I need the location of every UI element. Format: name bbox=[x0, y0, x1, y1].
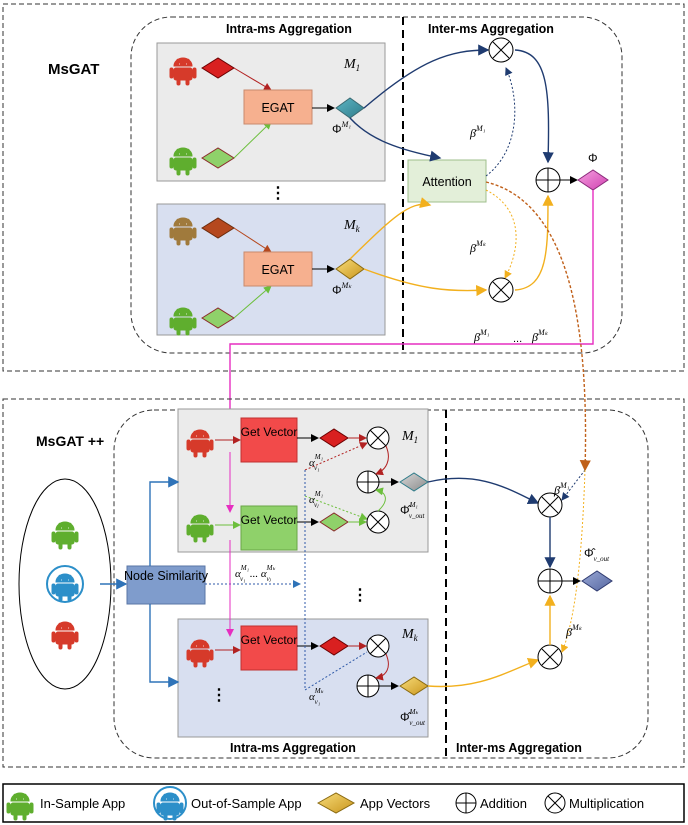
vdots: ⋮ bbox=[270, 185, 286, 202]
legend-in-sample: In-Sample App bbox=[40, 796, 125, 811]
legend-out-sample: Out-of-Sample App bbox=[191, 796, 302, 811]
get-vector-label: Get Vector bbox=[241, 633, 298, 647]
beta-dots: ... bbox=[513, 333, 522, 345]
egat-label: EGAT bbox=[261, 101, 294, 115]
node-similarity-label: Node Similarity bbox=[124, 569, 209, 583]
metapath-mk-panel bbox=[177, 618, 429, 738]
vdots: ⋮ bbox=[352, 587, 368, 604]
attention-label: Attention bbox=[422, 175, 471, 189]
phi-mk-label: ΦMₖ bbox=[332, 281, 352, 297]
get-vector-label: Get Vector bbox=[241, 425, 298, 439]
legend-app-vectors: App Vectors bbox=[360, 796, 431, 811]
beta-m1-label: βM₁ bbox=[553, 481, 570, 497]
phi-output-label: Φ bbox=[588, 151, 598, 165]
legend-multiplication: Multiplication bbox=[569, 796, 644, 811]
mk-label: Mk bbox=[401, 627, 419, 643]
node-similarity-box bbox=[126, 565, 206, 605]
beta-m1-label: βM₁ bbox=[469, 124, 486, 140]
bottom-intra-title: Intra-ms Aggregation bbox=[230, 741, 356, 755]
vdots: ⋮ bbox=[211, 687, 227, 704]
final-embedding-icon bbox=[581, 570, 613, 592]
phi-hat-output-label: Φ̂v_out bbox=[584, 546, 610, 563]
mk-label: Mk bbox=[343, 218, 361, 234]
get-vector-label: Get Vector bbox=[241, 513, 298, 527]
get-vector-box bbox=[240, 625, 298, 671]
top-inter-title: Inter-ms Aggregation bbox=[428, 22, 554, 36]
beta-mk-label: βMₖ bbox=[469, 239, 487, 255]
final-embedding-icon bbox=[577, 169, 609, 191]
phi-m1-label: ΦM₁ bbox=[332, 120, 351, 136]
beta-m1-row-label: βM₁ bbox=[473, 328, 490, 344]
m1-label: M1 bbox=[343, 57, 360, 73]
msgat-plus-title: MsGAT ++ bbox=[36, 433, 104, 449]
bottom-inter-title: Inter-ms Aggregation bbox=[456, 741, 582, 755]
app-vector-icon bbox=[316, 792, 356, 814]
get-vector-box bbox=[240, 417, 298, 463]
attention-box bbox=[407, 159, 487, 203]
egat-box-m1 bbox=[243, 89, 313, 125]
beta-mk-row-label: βMₖ bbox=[531, 328, 549, 344]
m1-label: M1 bbox=[401, 429, 418, 445]
top-intra-title: Intra-ms Aggregation bbox=[226, 22, 352, 36]
beta-mk-label: βMₖ bbox=[565, 623, 583, 639]
legend-addition: Addition bbox=[480, 796, 527, 811]
get-vector-box bbox=[240, 505, 298, 551]
egat-label: EGAT bbox=[261, 263, 294, 277]
legend: In-Sample App Out-of-Sample App App Vect… bbox=[2, 783, 685, 823]
msgat-plus-panel: MsGAT ++ Intra-ms Aggregation Inter-ms A… bbox=[2, 398, 685, 768]
metapath-m1-panel bbox=[177, 408, 429, 553]
msgat-panel: MsGAT Intra-ms Aggregation Inter-ms Aggr… bbox=[2, 3, 685, 372]
msgat-title: MsGAT bbox=[48, 61, 99, 78]
